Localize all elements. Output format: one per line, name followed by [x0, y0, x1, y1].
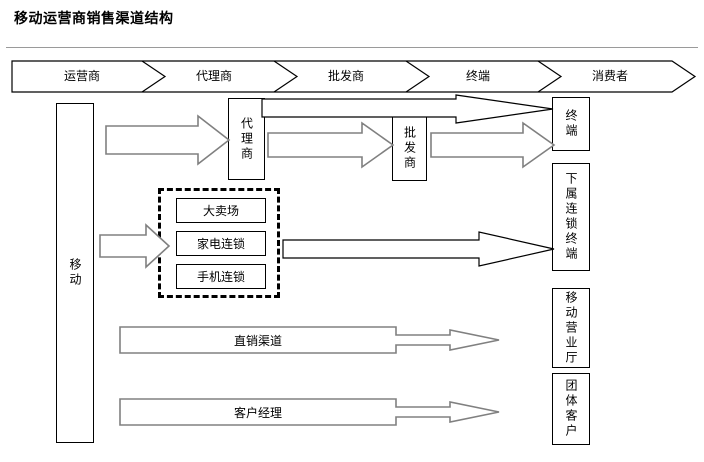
arrow-direct-sales-channel-label: 直销渠道 [233, 333, 282, 348]
title-divider [6, 47, 698, 48]
chain-item-phone-chain-label: 手机连锁 [196, 270, 245, 284]
node-affiliate-chain-terminal-label: 下属连锁终端 [564, 172, 578, 262]
arrow-agent-to-wholesaler [267, 121, 395, 169]
node-agent[interactable]: 代理商 [228, 98, 265, 180]
chain-item-hypermarket[interactable]: 大卖场 [176, 198, 266, 223]
node-group-customer-label: 团体客户 [564, 379, 578, 439]
banner-segment-wholesaler[interactable]: 批发商 [327, 69, 364, 83]
arrow-direct-sales-channel[interactable]: 直销渠道 [119, 325, 500, 355]
node-mobile-hall-label: 移动营业厅 [564, 290, 578, 366]
banner-chevrons-svg [11, 60, 697, 93]
banner-segment-consumer[interactable]: 消费者 [591, 69, 628, 83]
node-wholesaler-label: 批发商 [402, 125, 417, 171]
banner-segment-operator[interactable]: 运营商 [63, 69, 100, 83]
arrow-wholesaler-to-terminal [430, 121, 556, 169]
banner-segment-agent[interactable]: 代理商 [195, 69, 232, 83]
node-affiliate-chain-terminal[interactable]: 下属连锁终端 [552, 163, 590, 271]
node-terminal[interactable]: 终端 [552, 97, 590, 151]
chain-item-appliance-chain-label: 家电连锁 [196, 237, 245, 251]
node-mobile-operator[interactable]: 移动 [56, 103, 94, 443]
chain-item-phone-chain[interactable]: 手机连锁 [176, 264, 266, 289]
node-group-customer[interactable]: 团体客户 [552, 373, 590, 445]
channel-stage-banner: 运营商 代理商 批发商 终端 消费者 [11, 60, 697, 93]
arrow-mobile-to-chain-group [99, 223, 171, 269]
node-terminal-label: 终端 [564, 109, 578, 139]
arrow-agent-to-terminal [261, 94, 554, 124]
arrow-mobile-to-agent [105, 114, 231, 166]
node-agent-label: 代理商 [239, 116, 254, 162]
arrow-chain-to-affiliate-terminal [282, 231, 555, 267]
arrow-account-manager-channel[interactable]: 客户经理 [119, 397, 500, 427]
chain-item-appliance-chain[interactable]: 家电连锁 [176, 231, 266, 256]
node-mobile-operator-label: 移动 [68, 258, 82, 288]
node-mobile-hall[interactable]: 移动营业厅 [552, 288, 590, 368]
chain-item-hypermarket-label: 大卖场 [202, 204, 239, 218]
banner-segment-terminal[interactable]: 终端 [465, 69, 490, 83]
arrow-account-manager-channel-label: 客户经理 [233, 405, 282, 420]
node-wholesaler[interactable]: 批发商 [392, 115, 427, 181]
page-title: 移动运营商销售渠道结构 [14, 11, 174, 27]
